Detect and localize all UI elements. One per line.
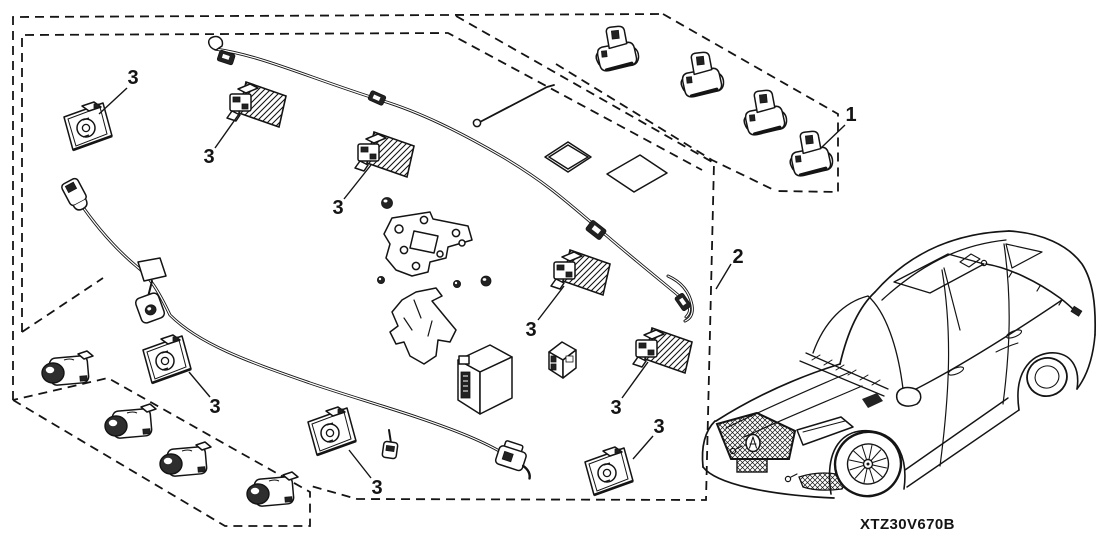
grommet-2 — [480, 275, 492, 287]
hood-sensor-mark — [862, 393, 883, 408]
grommet-1 — [381, 197, 393, 209]
support-bracket — [389, 287, 457, 365]
callout-3-label: 3 — [203, 146, 214, 168]
mounting-plate-bracket — [383, 211, 473, 277]
clip-group-boundary — [555, 13, 839, 193]
relay-connector — [548, 341, 577, 379]
callout-3d: 3 — [525, 285, 565, 341]
harness-connector-mid — [134, 292, 166, 324]
sensor-holder-3 — [306, 405, 358, 457]
foam-pad-diamond — [544, 141, 592, 173]
control-unit — [457, 344, 513, 415]
retainer-clip-3 — [739, 87, 790, 138]
callout-3-label: 3 — [610, 397, 621, 419]
rear-wheel — [1026, 357, 1068, 397]
callout-3-label: 3 — [371, 477, 382, 499]
sensor-group-boundary — [12, 377, 311, 527]
cable-tie — [472, 84, 555, 128]
screw-1 — [376, 275, 385, 284]
sensor-holder-4 — [583, 445, 635, 497]
callout-3f: 3 — [632, 416, 665, 460]
callout-3e: 3 — [610, 361, 649, 419]
part-code-label: XTZ30V670B — [860, 516, 955, 533]
sensor-bracket-3 — [550, 249, 611, 296]
harness-lower-wire — [61, 177, 531, 480]
harness-connector-end — [494, 440, 531, 480]
retainer-clip-4 — [785, 128, 836, 179]
parking-sensor-1 — [41, 350, 94, 387]
screw-2 — [452, 279, 461, 288]
retainer-clip-2 — [676, 49, 727, 100]
callout-2: 2 — [715, 246, 744, 290]
kit-boundary-inner — [21, 32, 703, 333]
callout-3b: 3 — [203, 113, 240, 168]
harness-clip-2 — [367, 90, 387, 106]
kit-boundary-outer — [12, 13, 715, 501]
harness-end-loop — [208, 35, 224, 51]
callout-3-label: 3 — [127, 67, 138, 89]
retainer-clip-1 — [591, 23, 642, 74]
vehicle-illustration — [701, 230, 1097, 499]
callout-3-label: 3 — [332, 197, 343, 219]
callout-3-label: 3 — [653, 416, 664, 438]
parking-sensor-3 — [159, 441, 212, 478]
parking-sensor-2 — [104, 403, 157, 440]
harness-clip-4 — [674, 292, 692, 312]
sensor-bracket-1 — [226, 81, 287, 128]
side-mirror — [895, 386, 922, 407]
callout-3c: 3 — [332, 164, 372, 219]
sensor-bracket-2 — [354, 131, 415, 178]
harness-connector-left — [61, 177, 88, 211]
callout-3-label: 3 — [209, 396, 220, 418]
harness-bracket-clip — [137, 257, 167, 282]
front-wheel — [833, 430, 903, 498]
harness-clip-3 — [585, 220, 607, 240]
license-plate — [736, 458, 768, 473]
harness-main-wire — [208, 35, 694, 323]
sensor-bracket-4 — [632, 327, 693, 374]
callout-1-label: 1 — [845, 104, 856, 126]
foam-pad-strip — [606, 154, 668, 193]
sensor-holder-2 — [141, 333, 193, 385]
parking-sensor-4 — [246, 471, 299, 508]
callout-2-label: 2 — [732, 246, 743, 268]
callout-3a: 3 — [98, 67, 139, 115]
harness-clip-1 — [216, 49, 236, 66]
callout-3h: 3 — [348, 449, 383, 499]
callout-3-label: 3 — [525, 319, 536, 341]
callout-3g: 3 — [188, 371, 221, 418]
harness-branch-connector — [381, 440, 399, 460]
headlight — [796, 416, 854, 446]
callout-1: 1 — [820, 104, 857, 149]
